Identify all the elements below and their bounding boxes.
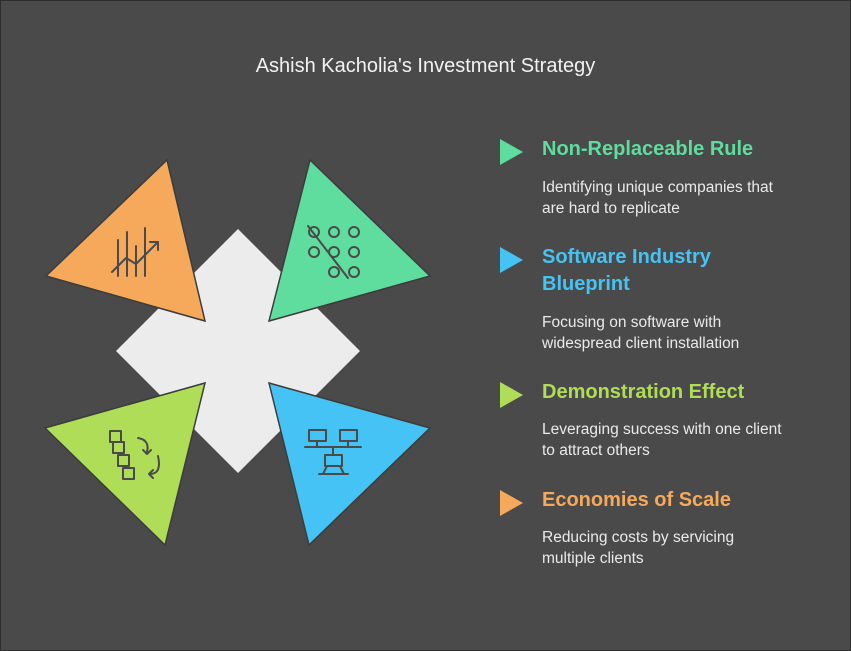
blocks-flow-icon [109, 430, 160, 480]
item-heading: Demonstration Effect [542, 381, 745, 403]
item-heading: Software Industry Blueprint [542, 244, 832, 298]
description-line: Identifying unique companies that [542, 179, 773, 196]
description-line: widespread client installation [542, 335, 740, 352]
diagram-title: Ashish Kacholia's Investment Strategy [255, 55, 596, 77]
percent-dots-icon [307, 225, 360, 279]
item-heading: Economies of Scale [542, 489, 731, 511]
heading-line: Blueprint [542, 273, 630, 295]
description-line: multiple clients [542, 550, 644, 567]
network-computers-icon [304, 429, 362, 475]
description-line: Leveraging success with one client [542, 421, 782, 438]
description-line: are hard to replicate [542, 200, 680, 217]
play-triangle-icon [500, 490, 523, 516]
item-description: Focusing on software with widespread cli… [542, 312, 832, 354]
description-line: to attract others [542, 442, 650, 459]
description-line: Reducing costs by servicing [542, 529, 735, 546]
lime-triangle [43, 381, 207, 547]
item-heading: Non-Replaceable Rule [542, 138, 754, 160]
play-triangle-icon [500, 382, 523, 408]
sky-triangle [267, 381, 432, 547]
item-description: Leveraging success with one client to at… [542, 419, 832, 461]
mint-triangle [267, 158, 432, 323]
heading-line: Software Industry [542, 246, 711, 268]
play-triangle-icon [500, 139, 523, 165]
item-description: Identifying unique companies that are ha… [542, 177, 832, 219]
description-line: Focusing on software with [542, 314, 722, 331]
item-description: Reducing costs by servicing multiple cli… [542, 527, 832, 569]
play-triangle-icon [500, 247, 523, 273]
orange-triangle [44, 158, 207, 323]
growth-chart-icon [111, 227, 159, 277]
